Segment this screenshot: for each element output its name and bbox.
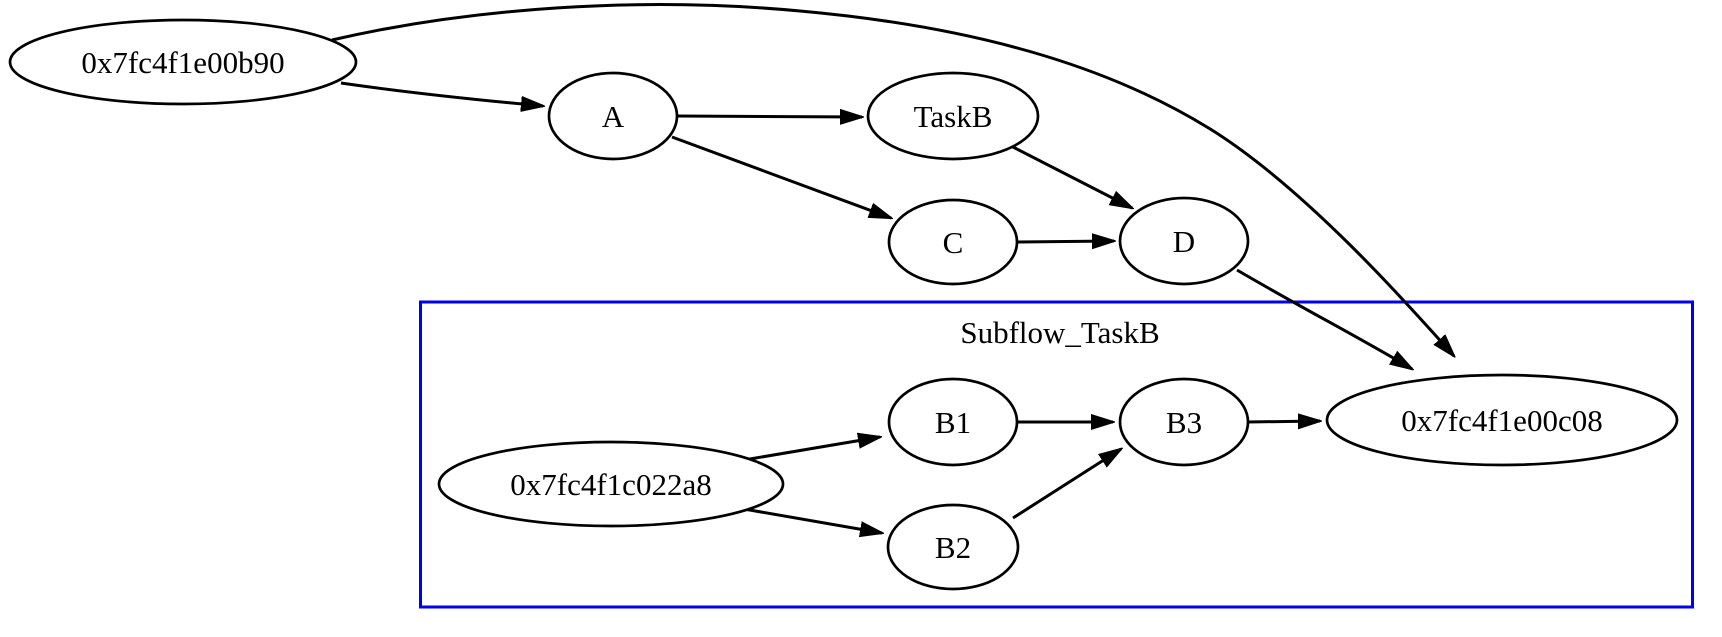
node-a-shape (547, 71, 679, 161)
node-c022a8: 0x7fc4f1c022a8 (437, 440, 785, 528)
node-b90: 0x7fc4f1e00b90 (8, 18, 358, 106)
node-c022a8-shape (437, 440, 785, 528)
cluster-label: Subflow_TaskB (960, 315, 1159, 350)
node-b90-shape (8, 18, 358, 106)
node-a: A (547, 71, 679, 161)
node-c-shape (887, 198, 1019, 286)
edge-b2-to-b3 (1012, 449, 1121, 520)
node-c022a8-label: 0x7fc4f1c022a8 (510, 467, 711, 502)
node-c08: 0x7fc4f1e00c08 (1325, 373, 1679, 467)
node-taskb-label: TaskB (914, 99, 993, 134)
node-c08-shape (1325, 373, 1679, 467)
edge-b90-to-c08 (331, 3, 1454, 356)
node-taskb: TaskB (866, 71, 1040, 161)
node-b1-label: B1 (935, 405, 971, 440)
edge-a-to-c (671, 135, 891, 220)
edges (331, 3, 1454, 533)
node-c08-label: 0x7fc4f1e00c08 (1401, 403, 1602, 438)
node-b1: B1 (887, 377, 1019, 467)
node-b3-label: B3 (1166, 405, 1202, 440)
edge-c022a8-to-b1 (743, 437, 880, 462)
node-b2-label: B2 (935, 530, 971, 565)
node-b2: B2 (886, 503, 1020, 591)
edge-d-to-c08 (1236, 268, 1412, 369)
node-a-label: A (602, 99, 625, 134)
cluster-subflow-taskb: Subflow_TaskB (419, 300, 1694, 609)
nodes: 0x7fc4f1e00b90 A TaskB C D 0x7fc4f1c022a (8, 18, 1679, 591)
node-d-shape (1118, 196, 1250, 286)
node-b3-shape (1118, 377, 1250, 467)
cluster-border (419, 300, 1694, 609)
node-c: C (887, 198, 1019, 286)
node-taskb-shape (866, 71, 1040, 161)
node-d-label: D (1173, 224, 1195, 259)
node-b3: B3 (1118, 377, 1250, 467)
node-d: D (1118, 196, 1250, 286)
node-b90-label: 0x7fc4f1e00b90 (81, 45, 284, 80)
edge-c-to-d (1017, 241, 1114, 242)
node-b2-shape (886, 503, 1020, 591)
edge-b90-to-a (340, 81, 543, 106)
node-c-label: C (943, 225, 964, 260)
edge-b3-to-c08 (1247, 421, 1320, 422)
edge-taskb-to-d (1008, 143, 1132, 208)
edge-a-to-taskb (676, 116, 862, 117)
node-b1-shape (887, 377, 1019, 467)
edge-c022a8-to-b2 (743, 507, 882, 533)
